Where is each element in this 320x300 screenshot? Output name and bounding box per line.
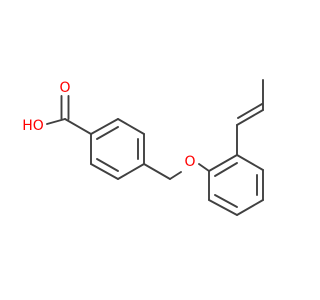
ring1-double-1 xyxy=(96,126,119,140)
alkene-bond-2 xyxy=(237,103,263,119)
structure-canvas: O HO O xyxy=(22,79,264,216)
acid-c-oh-bond xyxy=(46,118,66,125)
ring1-bond-1 xyxy=(90,118,119,135)
ring2-bond-1 xyxy=(208,154,238,172)
ch2-o-bond xyxy=(169,171,182,180)
ring1-bond-4 xyxy=(117,163,145,180)
ring2-double-1 xyxy=(214,162,238,177)
ring2-bond-2 xyxy=(236,154,264,171)
ring2-bond-5 xyxy=(208,199,238,216)
carbonyl-oxygen-label: O xyxy=(59,80,70,96)
ring1-double-3 xyxy=(96,158,119,172)
molecule-diagram: O HO O xyxy=(22,79,264,216)
acid-to-ring-bond xyxy=(64,118,92,135)
benzyl-bond xyxy=(143,163,171,180)
alkene-bond-1 xyxy=(236,109,264,126)
ether-oxygen-label: O xyxy=(184,154,195,170)
ring2-bond-4 xyxy=(236,199,264,216)
ring1-bond-5 xyxy=(90,163,119,180)
ring2-double-3 xyxy=(214,194,238,208)
ring1-bond-2 xyxy=(117,118,145,135)
hydroxyl-label: HO xyxy=(22,118,44,134)
o-aryl-bond xyxy=(198,163,210,172)
